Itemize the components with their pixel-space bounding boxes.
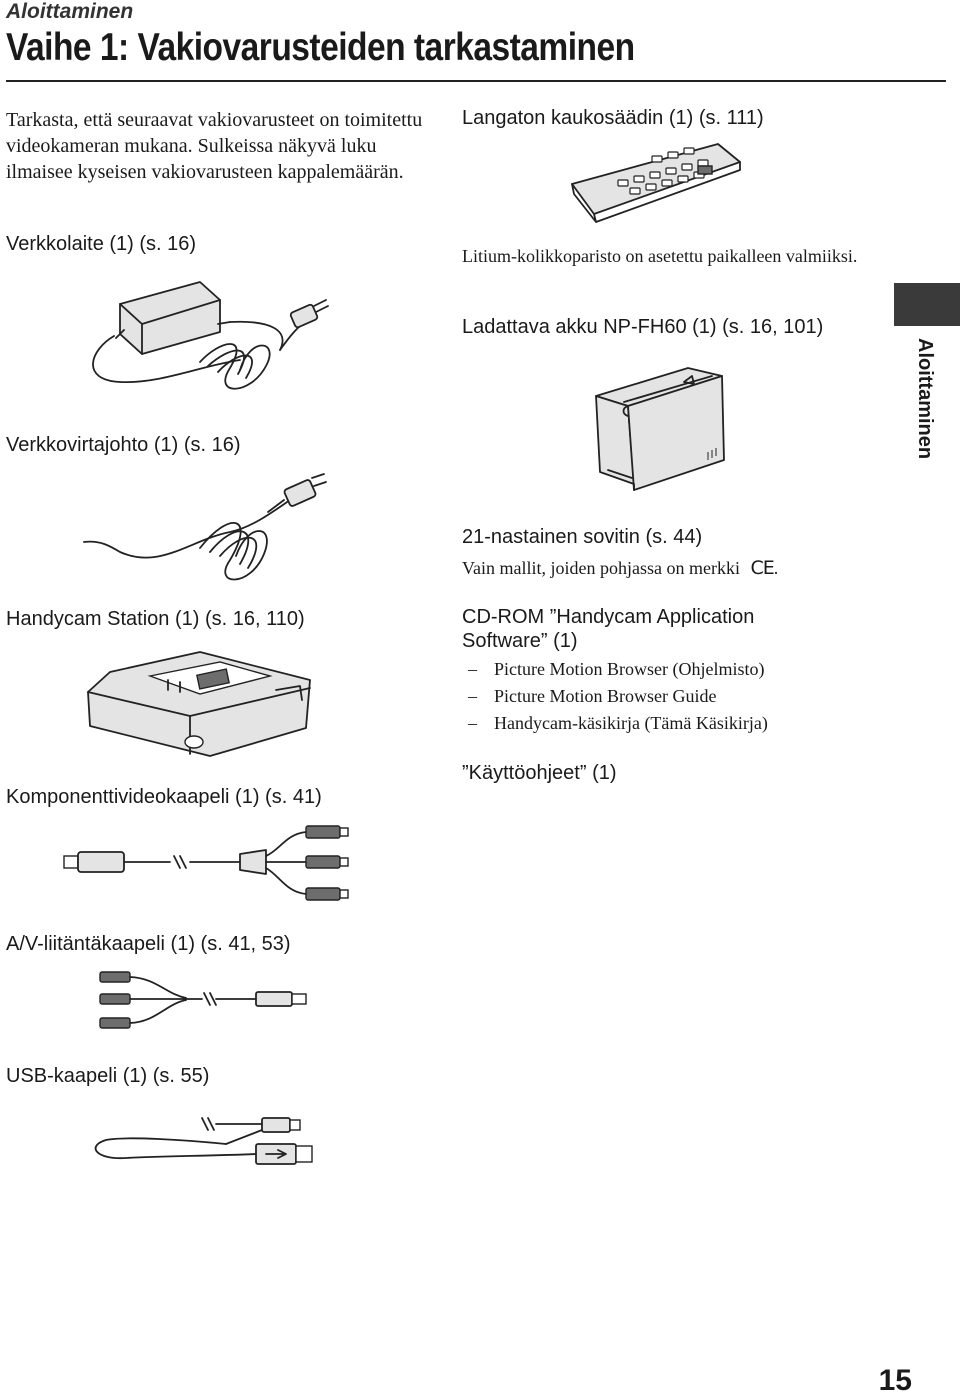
- ce-mark-icon: CE: [750, 557, 774, 579]
- av-cable-icon: [99, 971, 307, 1029]
- cdrom-contents-list: Picture Motion Browser (Ohjelmisto) Pict…: [462, 656, 882, 737]
- docking-station-icon: [87, 651, 311, 757]
- battery-icon: [595, 367, 725, 491]
- ac-adapter-icon: [92, 281, 329, 390]
- power-cord-label: Verkkovirtajohto (1) (s. 16): [6, 434, 241, 456]
- remote-label: Langaton kaukosäädin (1) (s. 111): [462, 107, 764, 129]
- page-number: 15: [878, 1364, 912, 1397]
- page-title: Vaihe 1: Vakiovarusteiden tarkastaminen: [6, 26, 635, 69]
- av-cable-label: A/V-liitäntäkaapeli (1) (s. 41, 53): [6, 933, 291, 955]
- adaptor21-label: 21-nastainen sovitin (s. 44): [462, 526, 703, 548]
- handycam-station-label: Handycam Station (1) (s. 16, 110): [6, 608, 305, 630]
- component-cable-label: Komponenttivideokaapeli (1) (s. 41): [6, 786, 322, 808]
- side-tab-text: Aloittaminen: [914, 338, 936, 460]
- section-header: Aloittaminen: [6, 0, 134, 23]
- side-tab-label: Aloittaminen: [910, 338, 940, 468]
- ac-adapter-label: Verkkolaite (1) (s. 16): [6, 233, 197, 255]
- manual-label: ”Käyttöohjeet” (1): [462, 762, 617, 784]
- component-cable-icon: [63, 825, 349, 901]
- remote-control-icon: [571, 143, 741, 223]
- side-tab-marker: [894, 283, 960, 326]
- adaptor21-note-text: Vain mallit, joiden pohjassa on merkki: [462, 558, 740, 578]
- remote-note: Litium-kolikkoparisto on asetettu paikal…: [462, 246, 858, 266]
- list-item: Handycam-käsikirja (Tämä Käsikirja): [462, 710, 882, 737]
- title-rule: [6, 80, 946, 82]
- cdrom-title: CD-ROM ”Handycam Application Software” (…: [462, 606, 755, 652]
- list-item: Picture Motion Browser Guide: [462, 683, 882, 710]
- adaptor21-note: Vain mallit, joiden pohjassa on merkki C…: [462, 557, 779, 579]
- usb-cable-icon: [94, 1117, 313, 1165]
- list-item: Picture Motion Browser (Ohjelmisto): [462, 656, 882, 683]
- intro-paragraph: Tarkasta, että seuraavat vakiovarusteet …: [6, 109, 423, 183]
- battery-label: Ladattava akku NP-FH60 (1) (s. 16, 101): [462, 316, 824, 338]
- power-cord-icon: [83, 473, 327, 581]
- usb-cable-label: USB-kaapeli (1) (s. 55): [6, 1065, 210, 1087]
